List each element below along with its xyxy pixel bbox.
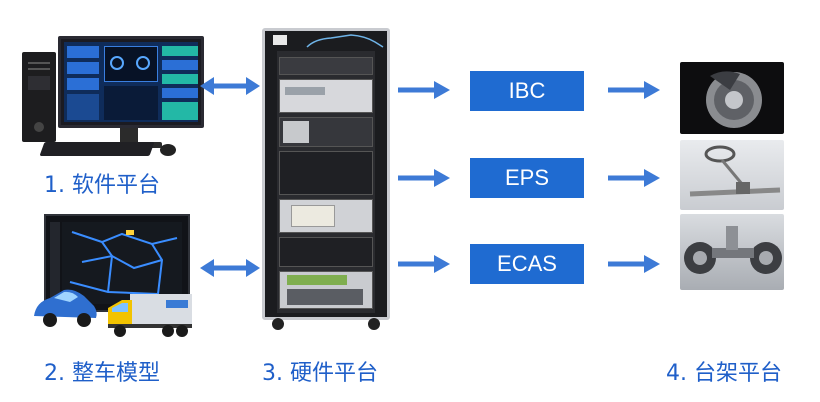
arrow-ibc-to-brake [608,81,660,99]
car-silhouette-graphic [306,34,384,48]
arrow-rack-to-ecas [398,255,450,273]
rack-logo [273,35,287,45]
road-map-graphic [69,230,178,295]
truck-icon [108,294,192,337]
monitor [58,36,204,128]
system-box-ibc: IBC [470,71,584,111]
hardware-rack-image [262,28,390,320]
system-box-ecas: ECAS [470,244,584,284]
monitor-stand [120,128,138,144]
arrow-eps-to-steering [608,169,660,187]
software-ui-screen [64,42,198,122]
arrow-ecas-to-suspension [608,255,660,273]
double-arrow-vehicle-hardware [200,259,260,277]
caption-bench-platform: 4. 台架平台 [666,361,782,386]
pc-tower [22,52,56,142]
suspension-system-photo [680,214,784,290]
arrow-rack-to-eps [398,169,450,187]
steering-system-photo [680,140,784,210]
rack-wheel [272,318,284,330]
mouse [160,144,176,156]
keyboard [39,142,155,156]
double-arrow-software-hardware [200,77,260,95]
rack-wheel [368,318,380,330]
caption-vehicle-model: 2. 整车模型 [44,361,160,386]
vehicle-model-screen [44,214,190,312]
system-box-eps: EPS [470,158,584,198]
arrow-rack-to-ibc [398,81,450,99]
brake-disc-photo [680,62,784,134]
caption-software-platform: 1. 软件平台 [44,173,160,198]
car-icon [34,289,97,327]
caption-hardware-platform: 3. 硬件平台 [262,361,378,386]
